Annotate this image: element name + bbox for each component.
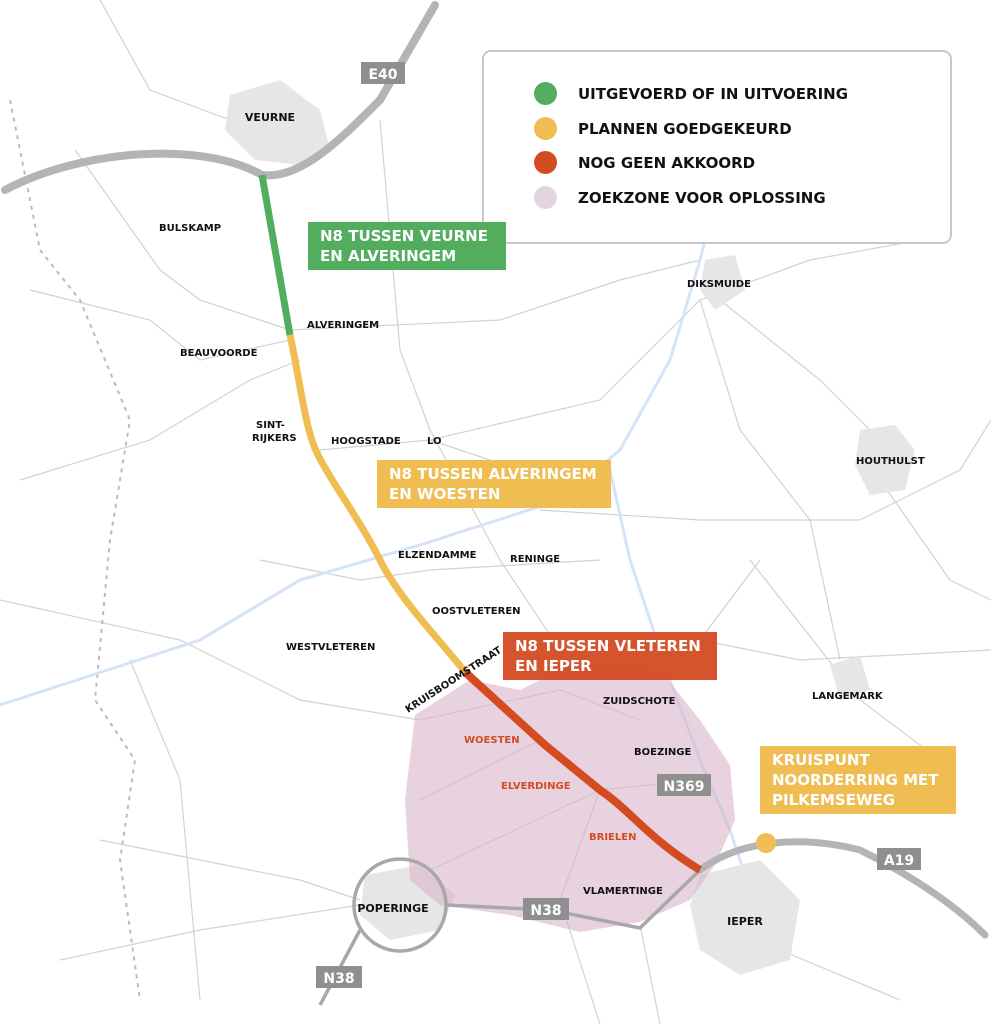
shield-e40-label: E40 [368,67,397,83]
legend: UITGEVOERD OF IN UITVOERING PLANNEN GOED… [482,50,952,244]
place-sint-rijkers-1: SINT- [256,420,285,431]
legend-item-no-agreement: NOG GEEN AKKOORD [534,151,755,174]
border-line [9,99,141,1001]
place-alveringem: ALVERINGEM [307,320,379,331]
kruispunt-marker [756,833,776,853]
place-elverdinge: ELVERDINGE [501,781,571,792]
n8-yellow-segment [286,334,468,675]
callout-kruispunt: KRUISPUNT NOORDERRING MET PILKEMSEWEG [760,746,956,814]
shield-n369-label: N369 [664,779,705,795]
place-lo: LO [427,436,442,447]
red-dot-icon [534,151,557,174]
e40-motorway [1,1,439,194]
search-zone [405,665,735,932]
place-woesten: WOESTEN [464,735,520,746]
shield-n38-south-label: N38 [323,971,354,987]
place-zuidschote: ZUIDSCHOTE [603,696,676,707]
n8-red-segment [462,669,703,874]
place-boezinge: BOEZINGE [634,747,692,758]
place-vlamertinge: VLAMERTINGE [583,886,663,897]
place-hoogstade: HOOGSTADE [331,436,401,447]
place-beauvoorde: BEAUVOORDE [180,348,258,359]
legend-label: NOG GEEN AKKOORD [578,153,756,172]
city-veurne: VEURNE [245,111,295,124]
city-ieper: IEPER [727,915,763,928]
legend-label: ZOEKZONE VOOR OPLOSSING [578,188,826,207]
shield-a19: A19 [877,848,921,870]
n8-green-segment [258,174,294,336]
n38-road [318,857,702,1006]
place-houthulst: HOUTHULST [856,456,925,467]
place-diksmuide: DIKSMUIDE [687,279,751,290]
shield-e40: E40 [361,62,405,84]
callout-alveringem-woesten: N8 TUSSEN ALVERINGEM EN WOESTEN [377,460,611,508]
place-brielen: BRIELEN [589,832,636,843]
shield-a19-label: A19 [884,853,914,869]
legend-label: PLANNEN GOEDGEKEURD [578,119,792,138]
place-langemark: LANGEMARK [812,691,884,702]
place-oostvleteren: OOSTVLETEREN [432,606,521,617]
place-westvleteren: WESTVLETEREN [286,642,375,653]
legend-item-approved: PLANNEN GOEDGEKEURD [534,117,792,140]
pink-dot-icon [534,186,557,209]
shield-n369: N369 [657,774,711,796]
green-dot-icon [534,82,557,105]
place-sint-rijkers-2: RIJKERS [252,433,297,444]
legend-item-search-zone: ZOEKZONE VOOR OPLOSSING [534,186,826,209]
place-bulskamp: BULSKAMP [159,223,221,234]
city-poperinge: POPERINGE [357,902,428,915]
legend-item-executed: UITGEVOERD OF IN UITVOERING [534,82,848,105]
shield-n38-label: N38 [530,903,561,919]
callout-vleteren-ieper: N8 TUSSEN VLETEREN EN IEPER [503,632,717,680]
callout-veurne-alveringem: N8 TUSSEN VEURNE EN ALVERINGEM [308,222,506,270]
a19-road [696,838,989,939]
place-reninge: RENINGE [510,554,560,565]
place-elzendamme: ELZENDAMME [398,550,477,561]
shield-n38-south: N38 [316,966,362,988]
yellow-dot-icon [534,117,557,140]
shield-n38: N38 [523,898,569,920]
legend-label: UITGEVOERD OF IN UITVOERING [578,84,849,103]
built-up-areas [225,80,915,975]
